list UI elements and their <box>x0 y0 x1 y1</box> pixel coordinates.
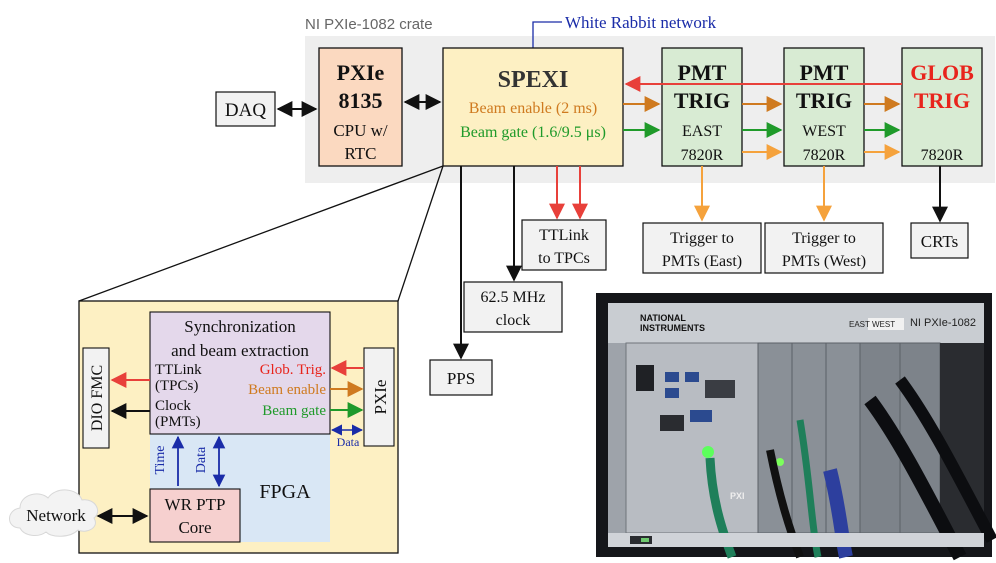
pmt-east-line3: EAST <box>682 123 722 140</box>
pps-box <box>429 359 493 396</box>
crate-background <box>305 36 995 183</box>
network-label: Network <box>26 506 86 525</box>
wr-ptp-line2: Core <box>178 518 211 537</box>
detail-beam-enable: Beam enable <box>248 382 326 398</box>
pxie-8135-line1: PXIe <box>337 60 385 85</box>
trigger-east-line2: PMTs (East) <box>662 253 742 270</box>
data-label: Data <box>194 446 209 473</box>
detail-data-small: Data <box>337 435 360 449</box>
glob-line2: TRIG <box>914 88 970 113</box>
detail-glob-trig: Glob. Trig. <box>260 362 326 378</box>
pmt-west-line3: WEST <box>802 123 846 140</box>
wr-ptp-box <box>149 488 241 543</box>
pmt-west-line1: PMT <box>800 60 849 85</box>
trigger-west-box <box>764 222 884 274</box>
trigger-west-line1: Trigger to <box>792 230 856 247</box>
photo-west: WEST <box>872 320 895 329</box>
pmt-east-line4: 7820R <box>681 147 724 164</box>
photo-east: EAST <box>849 320 870 329</box>
spexi-beam-enable: Beam enable (2 ms) <box>469 100 597 117</box>
spexi-beam-gate: Beam gate (1.6/9.5 μs) <box>460 124 606 141</box>
sync-line1: Synchronization <box>184 317 296 336</box>
spexi-title: SPEXI <box>498 67 569 93</box>
detail-ttlink-1: TTLink <box>155 362 202 378</box>
glob-trig-box <box>901 47 983 167</box>
crate-photo <box>596 293 996 561</box>
ttlink-line2: to TPCs <box>538 250 590 267</box>
time-label: Time <box>153 445 168 474</box>
pmt-west-line4: 7820R <box>803 147 846 164</box>
ttlink-box <box>521 219 607 271</box>
detail-clock-2: (PMTs) <box>155 414 201 430</box>
ttlink-line1: TTLink <box>539 227 589 244</box>
pxie-8135-line3: CPU w/ <box>333 121 388 140</box>
white-rabbit-link <box>532 21 562 48</box>
pxie-8135-box <box>318 47 403 167</box>
glob-line1: GLOB <box>910 60 974 85</box>
photo-pxi: PXI <box>730 491 745 501</box>
clock-line2: clock <box>496 312 531 329</box>
trigger-west-line2: PMTs (West) <box>782 253 866 270</box>
trigger-east-line1: Trigger to <box>670 230 734 247</box>
fpga-label: FPGA <box>259 481 311 503</box>
clock-line1: 62.5 MHz <box>481 289 546 306</box>
zoom-line-right <box>397 165 444 302</box>
detail-ttlink-2: (TPCs) <box>155 378 198 394</box>
trigger-east-box <box>642 222 762 274</box>
detail-pxie-label: PXIe <box>371 380 390 415</box>
pxie-8135-line4: RTC <box>344 144 376 163</box>
photo-model: NI PXIe-1082 <box>910 317 976 329</box>
dio-fmc-box <box>82 347 110 449</box>
pxie-8135-line2: 8135 <box>339 88 383 113</box>
dio-fmc-label: DIO FMC <box>89 365 106 431</box>
network-cloud-icon <box>9 489 98 537</box>
crts-label: CRTs <box>921 232 958 251</box>
glob-line3: 7820R <box>921 147 964 164</box>
pmt-trig-east-box <box>661 47 743 167</box>
sync-line2: and beam extraction <box>171 341 309 360</box>
spexi-box <box>442 47 624 167</box>
daq-box <box>215 91 276 127</box>
crts-box <box>910 222 969 259</box>
photo-brand-1: NATIONAL <box>640 313 686 323</box>
pps-label: PPS <box>447 369 475 388</box>
pmt-west-line2: TRIG <box>796 88 852 113</box>
clock-box <box>463 281 563 333</box>
pmt-east-line1: PMT <box>678 60 727 85</box>
crate-title: NI PXIe-1082 crate <box>305 16 433 33</box>
pmt-east-line2: TRIG <box>674 88 730 113</box>
sync-box <box>149 311 331 435</box>
zoom-line-left <box>78 165 444 302</box>
photo-brand-2: INSTRUMENTS <box>640 323 705 333</box>
white-rabbit-label: White Rabbit network <box>565 13 717 32</box>
detail-beam-gate: Beam gate <box>262 403 326 419</box>
daq-label: DAQ <box>225 100 266 121</box>
detail-clock-1: Clock <box>155 398 191 414</box>
wr-ptp-line1: WR PTP <box>165 495 226 514</box>
detail-pxie-box <box>363 347 395 447</box>
pmt-trig-west-box <box>783 47 865 167</box>
